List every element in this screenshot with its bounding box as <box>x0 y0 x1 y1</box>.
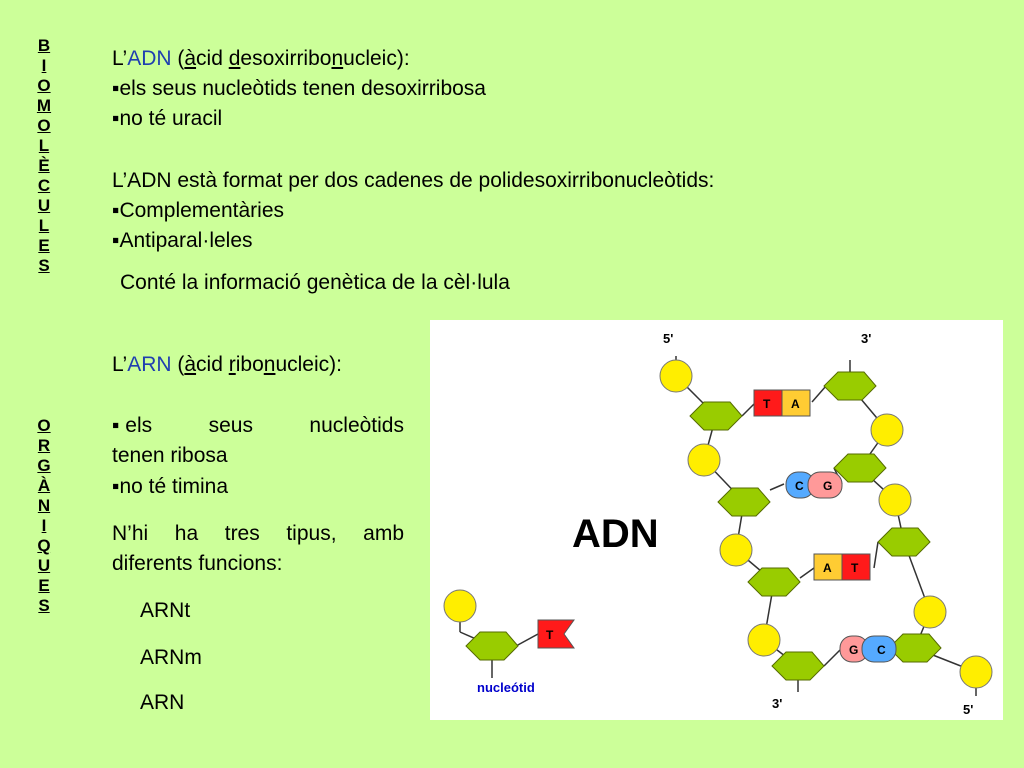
adn-info: Conté la informació genètica de la cèl·l… <box>120 271 510 294</box>
vertical-letter: I <box>41 56 47 75</box>
vertical-letter: O <box>37 416 51 435</box>
backbone-link <box>741 403 755 417</box>
phosphate-circle <box>959 655 993 689</box>
phosphate-circle <box>878 483 912 517</box>
vertical-letter: I <box>41 516 47 535</box>
phosphate-circle <box>747 623 781 657</box>
single-base-flag <box>537 619 575 649</box>
vertical-letter: M <box>36 96 52 115</box>
vertical-letter: O <box>37 116 51 135</box>
base-letter: G <box>849 643 858 657</box>
base-letter: C <box>795 479 804 493</box>
vertical-letter: G <box>37 456 51 475</box>
base-letter: A <box>823 561 832 575</box>
vertical-letter: Q <box>37 536 51 555</box>
backbone-link <box>769 483 785 491</box>
backbone-link <box>873 541 879 569</box>
vertical-letter: À <box>37 476 51 495</box>
phosphate-circle <box>443 589 477 623</box>
sugar-pentagon <box>689 401 743 431</box>
phosphate-circle <box>870 413 904 447</box>
nucleotide-label: nucleótid <box>477 680 535 695</box>
phosphate-circle <box>913 595 947 629</box>
sugar-pentagon <box>888 633 942 663</box>
arn-type-arn: ARN <box>140 691 185 714</box>
vertical-letter: C <box>37 176 51 195</box>
adn-formed-by: L’ADN està format per dos cadenes de pol… <box>112 169 715 192</box>
phosphate-circle <box>719 533 753 567</box>
sugar-pentagon <box>833 453 887 483</box>
base-block <box>753 389 783 417</box>
arn-type-arnm: ARNm <box>140 646 202 669</box>
backbone-link <box>515 633 539 647</box>
label-3prime-bottom: 3' <box>772 696 782 711</box>
sugar-pentagon <box>747 567 801 597</box>
base-letter: C <box>877 643 886 657</box>
base-block <box>861 635 897 663</box>
vertical-letter: E <box>38 576 50 595</box>
phosphate-circle <box>659 359 693 393</box>
vertical-letter: S <box>38 256 50 275</box>
label-3prime-top: 3' <box>861 331 871 346</box>
label-5prime-top: 5' <box>663 331 673 346</box>
adn-bullet-no-uracil: ▪no té uracil <box>112 107 223 130</box>
diagram-title: ADN <box>572 512 659 556</box>
dna-diagram-svg: T A C G A T G C T ADN 5' 3' 3' 5' nucleótid <box>443 331 993 717</box>
vertical-letter: O <box>37 76 51 95</box>
base-block <box>841 553 871 581</box>
label-5prime-bottom: 5' <box>963 702 973 717</box>
sugar-pentagon <box>771 651 825 681</box>
vertical-letter: U <box>37 556 51 575</box>
vertical-letter: B <box>37 36 51 55</box>
base-block <box>781 389 811 417</box>
vertical-letter: U <box>37 196 51 215</box>
arn-heading: L’ARN (àcid ribonucleic): <box>112 353 342 376</box>
base-letter: T <box>763 397 771 411</box>
phosphate-circle <box>687 443 721 477</box>
base-letter: G <box>823 479 832 493</box>
base-letter: A <box>791 397 800 411</box>
vertical-letter: E <box>38 236 50 255</box>
base-letter: T <box>851 561 859 575</box>
vertical-letter: È <box>38 156 50 175</box>
vertical-letter: N <box>37 496 51 515</box>
arn-bullet-no-thymine: ▪no té timina <box>112 475 229 498</box>
adn-bullet-complementary: ▪Complementàries <box>112 199 285 222</box>
backbone-link <box>799 567 815 579</box>
dna-diagram: T A C G A T G C T ADN 5' 3' 3' 5' nucleótid <box>430 320 1003 720</box>
sugar-pentagon <box>823 371 877 401</box>
arn-type-arnt: ARNt <box>140 599 191 622</box>
backbone-link <box>811 385 827 403</box>
single-base-letter: T <box>546 628 554 642</box>
adn-bullet-deoxyribose: ▪els seus nucleòtids tenen desoxirribosa <box>112 77 486 100</box>
adn-heading: L’ADN (àcid desoxirribonucleic): <box>112 47 410 70</box>
backbone-link <box>823 649 841 667</box>
vertical-letter: S <box>38 596 50 615</box>
sugar-pentagon <box>717 487 771 517</box>
vertical-letter: L <box>38 136 50 155</box>
adn-bullet-antiparallel: ▪Antiparal·leles <box>112 229 253 252</box>
vertical-letter: L <box>38 216 50 235</box>
sugar-pentagon <box>877 527 931 557</box>
vertical-letter: R <box>37 436 51 455</box>
base-block <box>807 471 843 499</box>
sugar-pentagon <box>465 631 519 661</box>
